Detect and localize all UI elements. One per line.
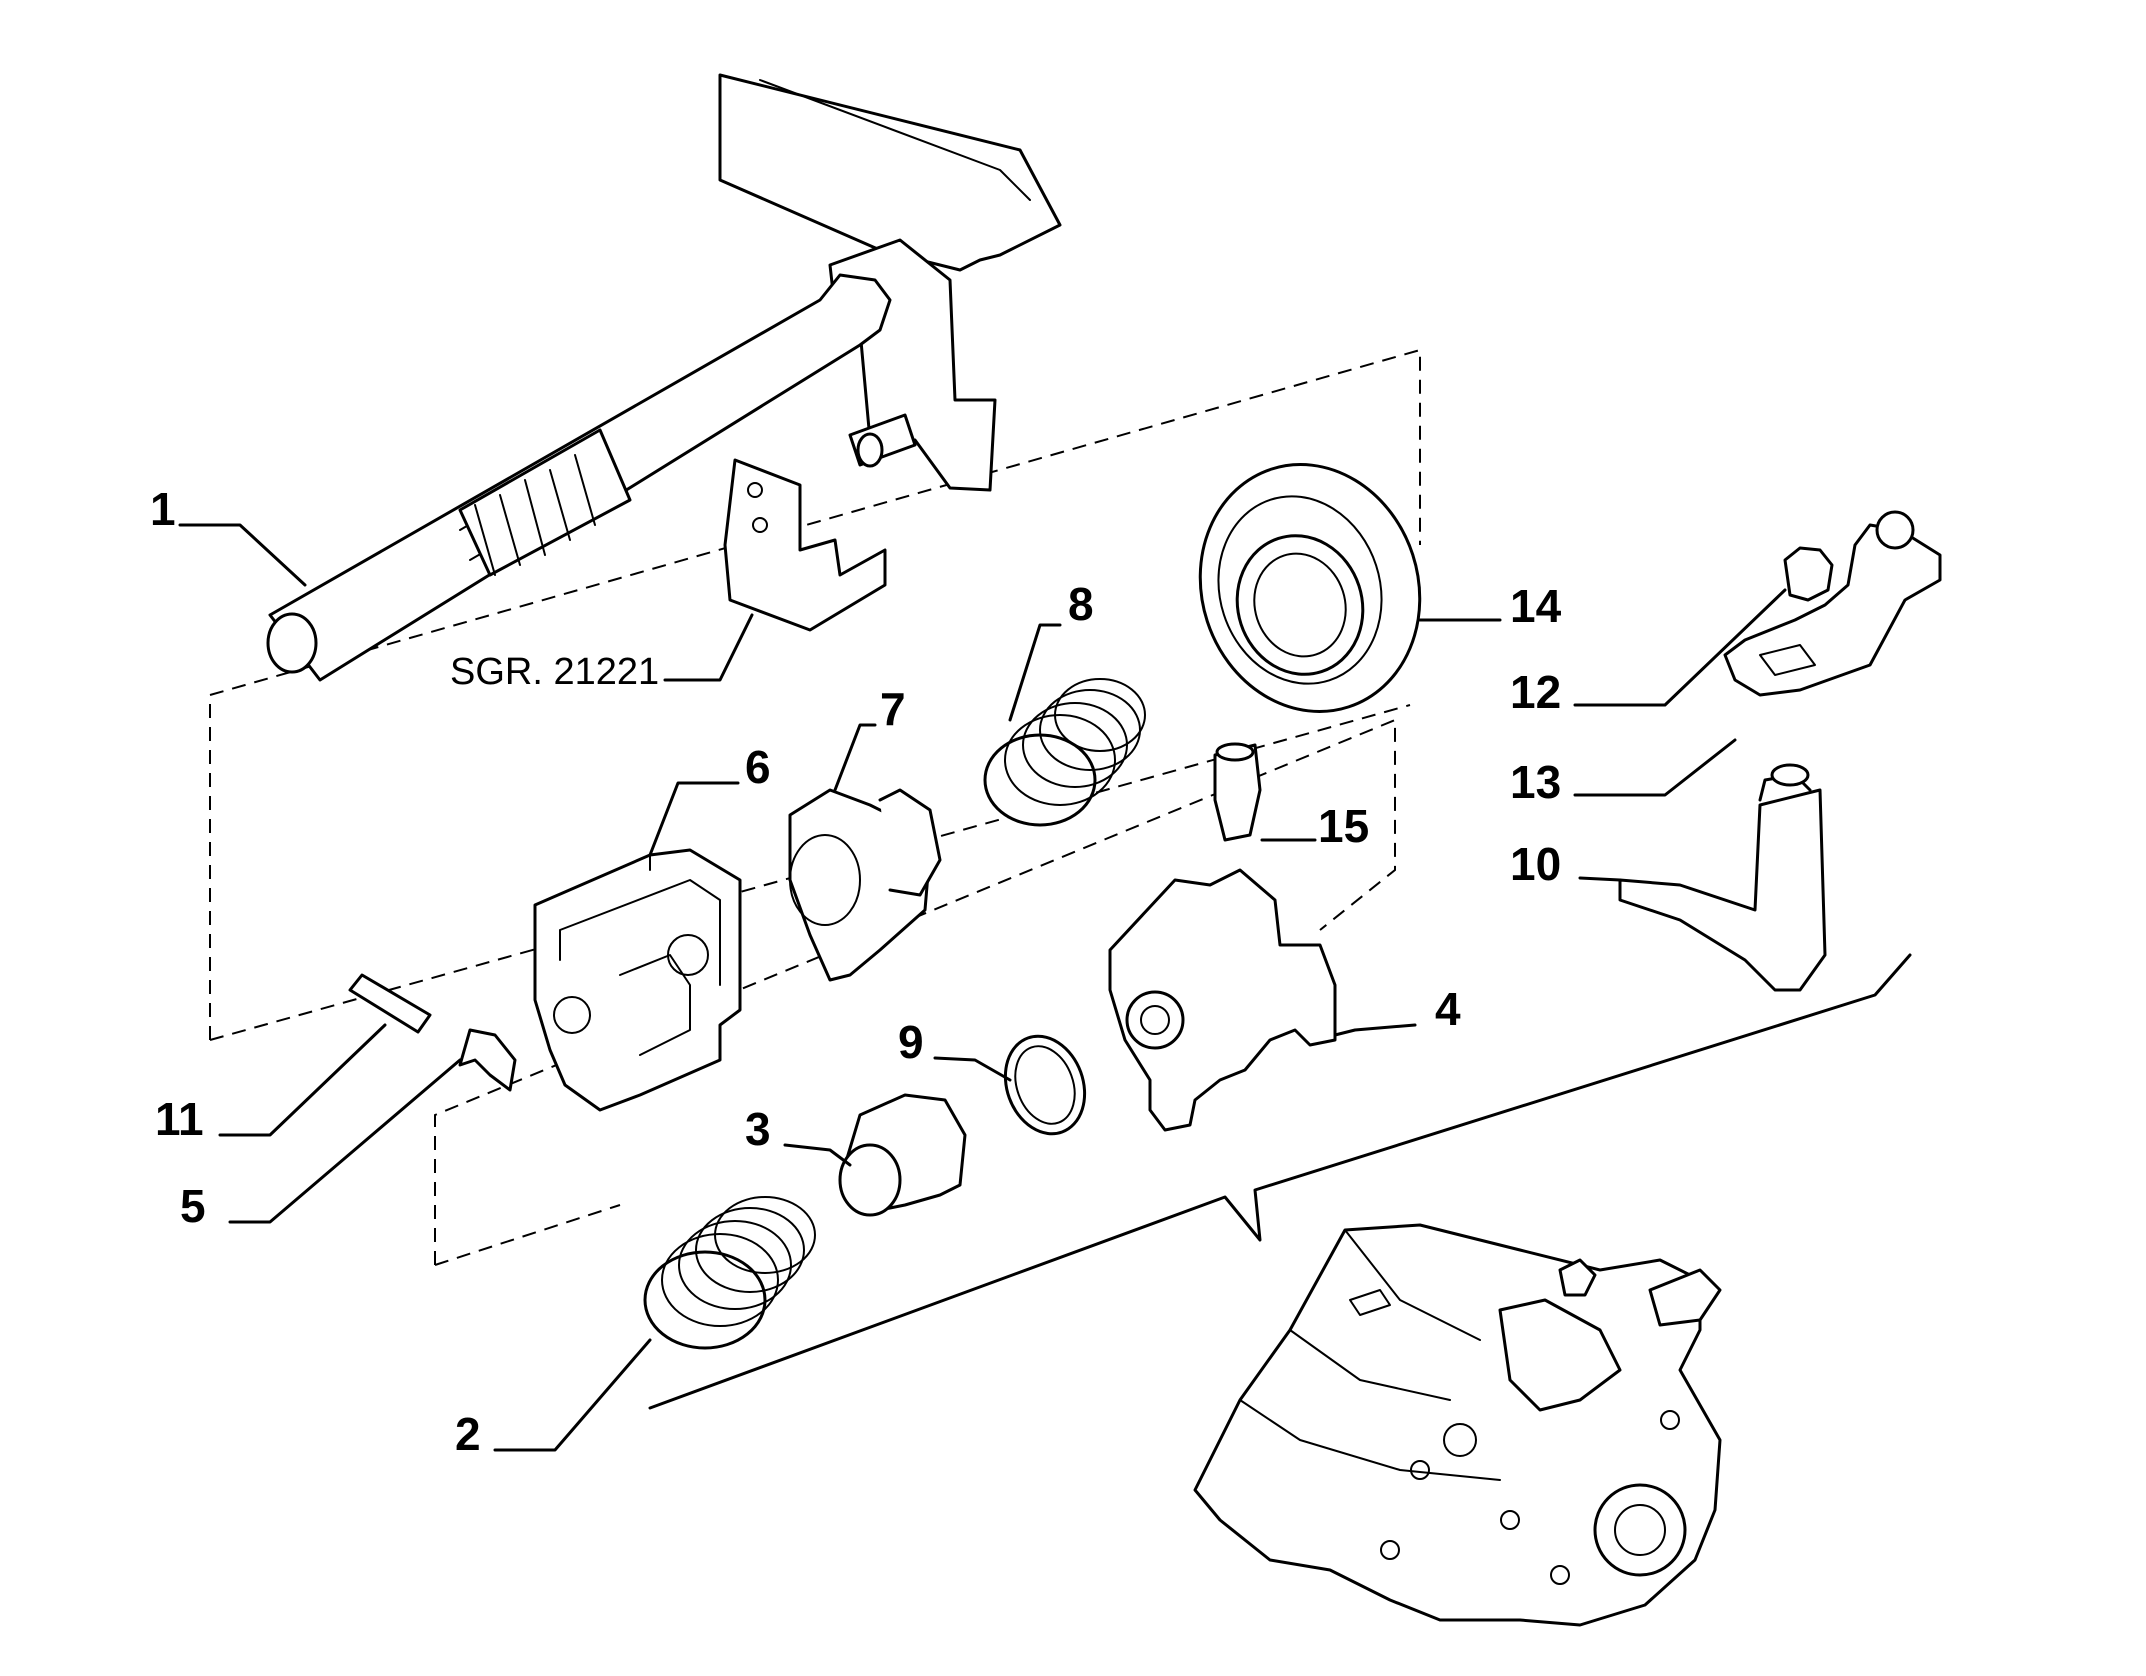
leader-13: [1573, 738, 1737, 797]
part-12-nut: [1783, 546, 1834, 602]
callout-11: 11: [155, 1093, 204, 1145]
part-15-pin: [1213, 742, 1262, 842]
callout-9: 9: [898, 1016, 924, 1068]
part-10-shaft-lever: [1618, 763, 1827, 992]
part-14-bearing: [1198, 463, 1422, 713]
lower-dashed-group-outline: [434, 718, 1396, 1266]
leader-11: [218, 1023, 387, 1137]
reference-bracket-sgr: [723, 458, 887, 632]
leader-5: [228, 1058, 462, 1224]
leader-3: [783, 1143, 852, 1167]
leader-8: [1008, 623, 1062, 722]
leader-1: [178, 523, 307, 587]
gearbox-callout-frame: [648, 953, 1912, 1410]
callout-6: 6: [745, 741, 771, 793]
callout-3: 3: [745, 1103, 771, 1155]
leader-12: [1573, 588, 1787, 707]
callout-labels: 1 2 3 4 5 6 7 8 9 10 11 12 13 14 15 SGR.…: [150, 483, 1562, 1460]
callout-5: 5: [180, 1180, 206, 1232]
leader-10: [1578, 876, 1622, 882]
callout-4: 4: [1435, 983, 1461, 1035]
callout-7: 7: [880, 683, 906, 735]
part-3-bush: [838, 1093, 967, 1217]
callout-2: 2: [455, 1408, 481, 1460]
part-2-spring: [643, 1196, 816, 1350]
part-8-spring: [983, 678, 1146, 827]
callout-8: 8: [1068, 578, 1094, 630]
gearbox-assembly: [1193, 1223, 1722, 1627]
leader-lines: [178, 523, 1787, 1452]
callout-10: 10: [1510, 838, 1561, 890]
leader-4: [1333, 1023, 1417, 1037]
callout-1: 1: [150, 483, 176, 535]
part-5-clip: [458, 1028, 517, 1092]
part-9-washer: [1003, 1034, 1087, 1136]
leader-7: [833, 723, 877, 792]
callout-12: 12: [1510, 666, 1561, 718]
leader-sgr: [663, 613, 754, 682]
part-6-housing: [533, 848, 742, 1112]
callout-15: 15: [1318, 800, 1369, 852]
part-11-roll-pin: [348, 973, 432, 1034]
part-13-lever-arm: [1723, 510, 1942, 697]
leader-2: [493, 1338, 652, 1452]
callout-13: 13: [1510, 756, 1561, 808]
part-7-guide: [788, 788, 942, 982]
part-4-lever: [1108, 868, 1337, 1132]
reference-label: SGR. 21221: [450, 651, 659, 693]
leader-9: [933, 1056, 1012, 1082]
part-1-selector-shaft: [266, 73, 1062, 682]
callout-14: 14: [1510, 580, 1562, 632]
leader-6: [648, 781, 740, 857]
